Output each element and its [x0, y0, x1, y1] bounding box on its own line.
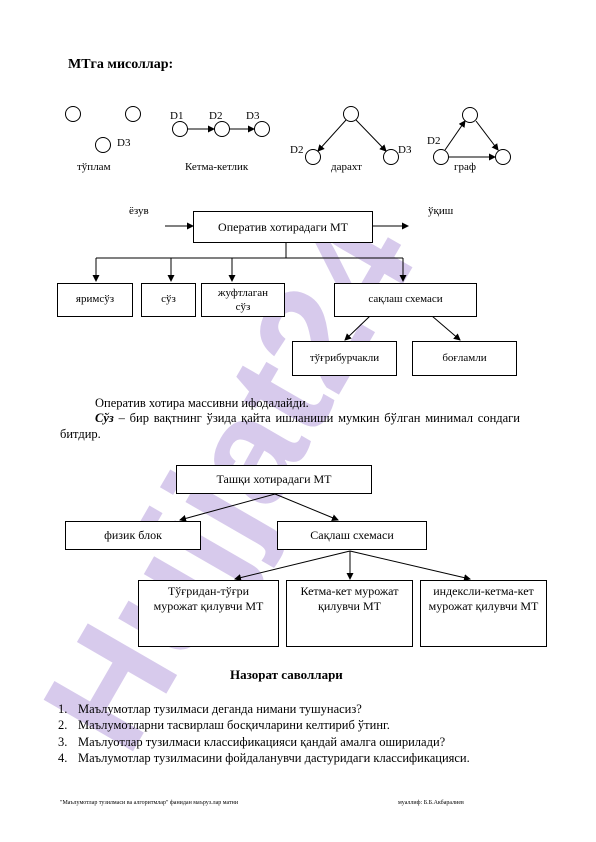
- read-label: ўқиш: [428, 205, 454, 217]
- question-item: 4.Маълумотлар тузилмасини фойдаланувчи д…: [58, 750, 470, 765]
- questions-title: Назорат саволлари: [230, 667, 343, 682]
- ext-storage-child-box: индексли-кетма-кет мурожат қилувчи МТ: [420, 580, 547, 647]
- set-node: [125, 106, 141, 122]
- ext-storage-box: Сақлаш схемаси: [277, 521, 427, 550]
- examples-heading: МТга мисоллар:: [68, 57, 174, 72]
- footer-right: муаллиф: Б.Б.Акбаралиев: [398, 800, 464, 806]
- tree-right-label: D3: [398, 144, 412, 156]
- ram-storage-box: сақлаш схемаси: [334, 283, 477, 317]
- set-node-label: D3: [117, 137, 131, 149]
- graph-label: D2: [427, 135, 441, 147]
- ram-child-label: жуфтлаган сўз: [217, 287, 269, 313]
- ext-storage-child-label: индексли-кетма-кет мурожат қилувчи МТ: [428, 584, 539, 613]
- ext-title: Ташқи хотирадаги МТ: [216, 472, 332, 486]
- write-label: ёзув: [129, 205, 149, 217]
- set-node: [95, 137, 111, 153]
- graph-caption: граф: [454, 161, 477, 173]
- ram-title: Оператив хотирадаги МТ: [218, 219, 348, 234]
- ram-storage-child-label: боғламли: [442, 351, 487, 364]
- set-node: [65, 106, 81, 122]
- tree-caption: дарахт: [331, 161, 362, 173]
- ram-child-label: сўз: [161, 293, 176, 306]
- sequence-label-1: D1: [170, 110, 184, 122]
- sequence-node: [172, 121, 188, 137]
- ext-storage-child-label: Кетма-кет мурожат қилувчи МТ: [300, 584, 399, 613]
- ram-title-box: Оператив хотирадаги МТ: [193, 211, 373, 243]
- sequence-label-2: D2: [209, 110, 223, 122]
- ext-title-box: Ташқи хотирадаги МТ: [176, 465, 372, 494]
- ext-storage-child-label: Тўғридан-тўғри мурожат қилувчи МТ: [153, 584, 264, 613]
- ram-child-box: сўз: [141, 283, 196, 317]
- tree-node: [305, 149, 321, 165]
- question-item: 2.Маълумотларни тасвирлаш босқичларини к…: [58, 718, 390, 733]
- paragraph-ram: Оператив хотира массивни ифодалайди.: [95, 396, 309, 410]
- footer-left: "Маълумотлар тузилмаси ва алгоритмлар" ф…: [60, 800, 239, 806]
- sequence-node: [254, 121, 270, 137]
- question-item: 1.Маълумотлар тузилмаси деганда нимани т…: [58, 702, 362, 716]
- ram-child-box: жуфтлаган сўз: [201, 283, 285, 317]
- ext-storage-label: Сақлаш схемаси: [310, 528, 394, 542]
- ram-storage-child-box: боғламли: [412, 341, 517, 376]
- term-word-definition: – бир вақтнинг ўзида қайта ишланиши мумк…: [60, 411, 520, 441]
- term-word: Сўз: [95, 411, 114, 425]
- set-caption: тўплам: [77, 161, 111, 173]
- ext-child-box: физик блок: [65, 521, 201, 550]
- ram-child-label: яримсўз: [75, 293, 115, 306]
- tree-left-label: D2: [290, 144, 304, 156]
- question-item: 3.Маълуотлар тузилмаси классификацияси қ…: [58, 734, 446, 749]
- ext-child-label: физик блок: [104, 528, 162, 542]
- sequence-label-3: D3: [246, 110, 260, 122]
- graph-node: [433, 149, 449, 165]
- ram-storage-child-box: тўғрибурчакли: [292, 341, 397, 376]
- tree-node: [383, 149, 399, 165]
- sequence-node: [214, 121, 230, 137]
- ext-storage-child-box: Тўғридан-тўғри мурожат қилувчи МТ: [138, 580, 279, 647]
- graph-node: [495, 149, 511, 165]
- graph-node: [462, 107, 478, 123]
- sequence-caption: Кетма-кетлик: [185, 161, 249, 173]
- paragraph-word: Сўз – бир вақтнинг ўзида қайта ишланиши …: [60, 411, 520, 442]
- ram-child-box: яримсўз: [57, 283, 133, 317]
- tree-node: [343, 106, 359, 122]
- ram-storage-label: сақлаш схемаси: [368, 293, 443, 306]
- ext-storage-child-box: Кетма-кет мурожат қилувчи МТ: [286, 580, 413, 647]
- questions-list: 1.Маълумотлар тузилмаси деганда нимани т…: [58, 701, 518, 766]
- ram-storage-child-label: тўғрибурчакли: [309, 351, 380, 364]
